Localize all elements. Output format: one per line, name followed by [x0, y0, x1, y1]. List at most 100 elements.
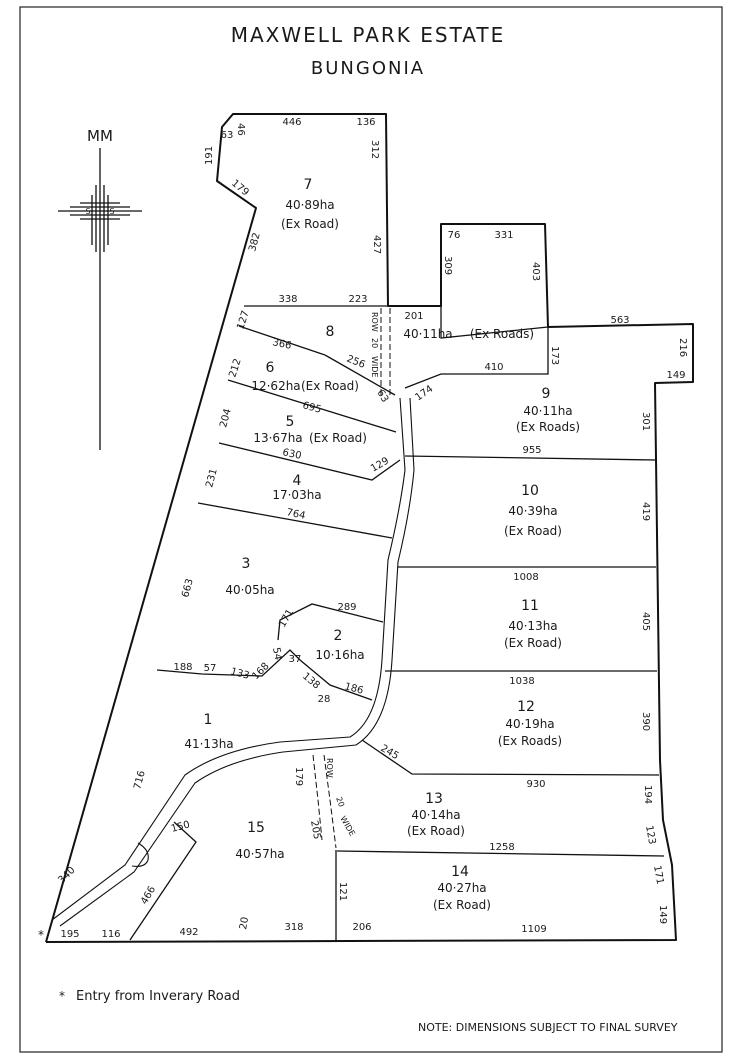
svg-text:S: S	[85, 207, 90, 216]
lot-13-label: 13 40·14ha (Ex Road)	[407, 791, 465, 838]
lot-note: (Ex Road)	[309, 431, 367, 445]
dimension-label: 133	[229, 666, 250, 682]
lot-12-label: 12 40·19ha (Ex Roads)	[498, 699, 562, 748]
lot-number: 7	[304, 177, 313, 193]
dimension-label: 171	[651, 865, 665, 886]
lot-note: (Ex Road)	[301, 379, 359, 393]
lot-note: (Ex Road)	[504, 636, 562, 650]
dimension-label: 312	[369, 140, 380, 159]
dimension-label: 57	[204, 663, 217, 674]
lot-2-label: 2 10·16ha	[315, 628, 364, 662]
lot-area: 40·89ha	[285, 198, 334, 212]
dimension-label: 630	[281, 447, 302, 462]
dimension-label: 171	[277, 607, 296, 629]
dimension-label: 195	[60, 929, 79, 940]
lot-note: (Ex Roads)	[470, 327, 534, 341]
dimension-label: 216	[677, 338, 688, 357]
dimension-label: 179	[229, 178, 251, 199]
lot-area: 40·57ha	[235, 847, 284, 861]
lot-area: 13·67ha	[253, 431, 302, 445]
dimension-label: 405	[640, 612, 651, 631]
dimension-label: 446	[282, 117, 301, 128]
dimension-label: 695	[301, 400, 322, 416]
lot-note: (Ex Road)	[504, 524, 562, 538]
dimension-label: 419	[640, 502, 651, 521]
row-text: 20	[334, 796, 346, 809]
lot-area: 40·27ha	[437, 881, 486, 895]
dimension-label: 340	[56, 865, 77, 886]
dimension-label: 492	[179, 927, 198, 938]
dimension-label: 382	[247, 231, 263, 252]
lot-area: 12·62ha	[251, 379, 300, 393]
north-arrow-icon: MM S S	[58, 127, 142, 450]
lot-15-label: 15 40·57ha	[235, 820, 284, 861]
dimension-label: 663	[180, 577, 196, 598]
lot-area: 40·05ha	[225, 583, 274, 597]
dimension-label: 231	[204, 467, 220, 488]
dimension-label: 149	[657, 905, 668, 924]
dimension-label: 410	[484, 362, 503, 373]
lot-number: 8	[326, 324, 335, 340]
dimension-label: 1258	[489, 842, 514, 853]
dimension-label: 1008	[513, 572, 538, 583]
lot-9-label: 9 40·11ha (Ex Roads)	[516, 386, 580, 434]
dimension-label: 28	[318, 694, 331, 705]
dimension-label: 173	[549, 346, 560, 365]
lot-5-label: 5 13·67ha (Ex Road)	[253, 414, 367, 445]
lot-number: 6	[266, 360, 275, 376]
dimension-label: 138	[300, 671, 322, 692]
dimension-label: 136	[356, 117, 375, 128]
lot-area: 40·11ha	[523, 404, 572, 418]
lot-number: 1	[204, 712, 213, 728]
lot-number: 13	[425, 791, 443, 807]
dimension-label: 204	[218, 407, 234, 428]
lot-6-label: 6 12·62ha (Ex Road)	[251, 360, 359, 393]
lot-4-label: 4 17·03ha	[272, 473, 321, 502]
lot-number: 12	[517, 699, 535, 715]
dimension-label: 309	[442, 256, 453, 275]
lot-7-label: 7 40·89ha (Ex Road)	[281, 177, 339, 231]
dimension-label: 129	[369, 456, 391, 475]
dimension-label: 764	[285, 507, 306, 522]
dimension-label: 46	[235, 123, 246, 136]
dimension-label: 201	[404, 311, 423, 322]
lot-area: 41·13ha	[184, 737, 233, 751]
dimension-label: 1038	[509, 676, 534, 687]
lot-11-label: 11 40·13ha (Ex Road)	[504, 598, 562, 650]
lot-number: 9	[542, 386, 551, 402]
boundary-dimensions: 446 136 46 63 191 179 312 427 382 338 22…	[56, 117, 688, 940]
entry-point-mark: *	[38, 928, 44, 942]
dimension-label: 54	[270, 647, 283, 661]
dimension-label: 63	[221, 130, 234, 141]
lot-number: 10	[521, 483, 539, 499]
lot-area: 17·03ha	[272, 488, 321, 502]
magnetic-north-label: MM	[87, 127, 113, 145]
row-text: ROW	[370, 312, 379, 332]
dimension-label: 149	[666, 370, 685, 381]
lot-number: 14	[451, 864, 469, 880]
row-text: WIDE	[338, 815, 357, 838]
survey-note: NOTE: DIMENSIONS SUBJECT TO FINAL SURVEY	[418, 1021, 678, 1034]
lot-note: (Ex Roads)	[516, 420, 580, 434]
dimension-label: 716	[132, 769, 148, 790]
lot-area: 40·11ha	[403, 327, 452, 341]
dimension-label: 318	[284, 922, 303, 933]
lot-number: 2	[334, 628, 343, 644]
lot-3-label: 3 40·05ha	[225, 556, 274, 597]
lot-1-label: 1 41·13ha	[184, 712, 233, 751]
dimension-label: 186	[343, 681, 364, 697]
dimension-label: 955	[522, 445, 541, 456]
dimension-label: 168	[250, 661, 271, 682]
lot-number: 11	[521, 598, 539, 614]
lot-area: 40·13ha	[508, 619, 557, 633]
dimension-label: 188	[173, 662, 192, 673]
dimension-label: 206	[352, 922, 371, 933]
estate-boundary	[45, 113, 694, 943]
dimension-label: 123	[643, 825, 657, 846]
row-label-south: ROW 20 WIDE	[325, 758, 357, 838]
dimension-label: 37	[289, 654, 302, 665]
lot-area: 40·19ha	[505, 717, 554, 731]
legend-asterisk: *	[59, 989, 65, 1003]
